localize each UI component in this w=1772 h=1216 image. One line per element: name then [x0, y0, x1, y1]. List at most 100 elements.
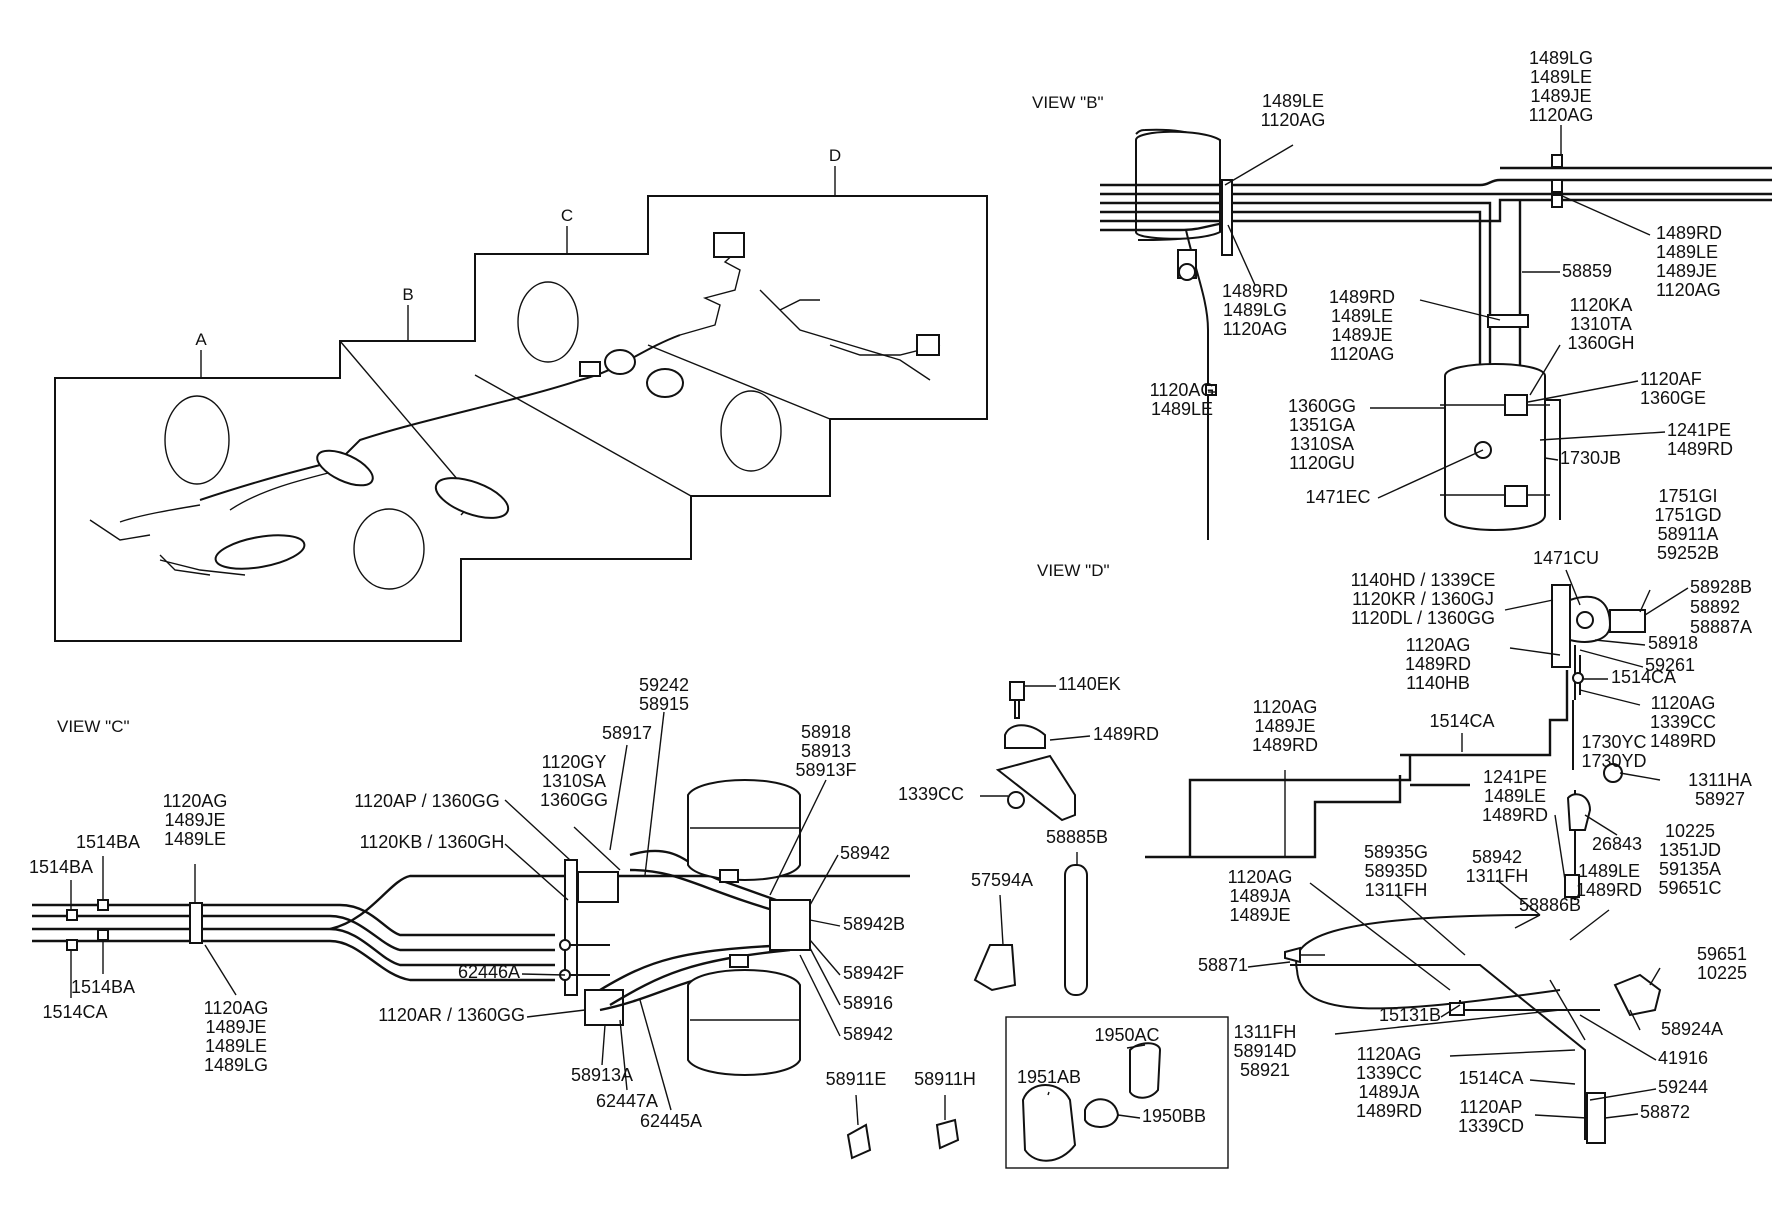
leader-line: [521, 973, 566, 976]
leader-line: [1504, 599, 1554, 611]
part-number-label: 62447A: [596, 1091, 658, 1111]
part-number-label: 1120AG: [1330, 344, 1395, 364]
part-number-label: 59135A: [1659, 859, 1721, 879]
leader-line: [1049, 735, 1091, 741]
part-number-label: 1514BA: [29, 857, 93, 877]
leader-line: [601, 1024, 606, 1066]
leader-line: [1579, 689, 1641, 706]
part-number-label: 1514CA: [42, 1002, 107, 1022]
part-number-label: 1489RD: [1656, 223, 1722, 243]
leader-line: [855, 1094, 859, 1126]
hardware-parts: [846, 681, 1229, 1169]
leader-line: [1579, 1014, 1657, 1061]
leader-line: [1334, 1009, 1561, 1035]
part-number-label: 1950BB: [1142, 1106, 1206, 1126]
part-number-label: 58887A: [1690, 617, 1752, 637]
leader-line: [999, 894, 1004, 946]
part-number-label: 1241PE: [1667, 420, 1731, 440]
part-number-label: 1360GG: [540, 790, 608, 810]
leader-line: [1584, 814, 1618, 836]
leader-line: [1534, 1114, 1588, 1119]
leader-line: [1529, 1079, 1576, 1085]
leader-line: [809, 854, 839, 906]
part-number-label: 58914D: [1233, 1041, 1296, 1061]
part-number-label: 59242: [639, 675, 689, 695]
part-number-label: 1120AP / 1360GG: [354, 791, 499, 811]
leader-line: [1544, 457, 1559, 461]
part-number-label: 1730YC: [1581, 732, 1646, 752]
part-number-label: 1339CD: [1458, 1116, 1524, 1136]
section-letter-label: B: [402, 285, 413, 304]
part-number-label: 1311FH: [1466, 866, 1529, 886]
leader-line: [1649, 967, 1661, 986]
part-number-label: 1310TA: [1570, 314, 1632, 334]
part-number-label: 1489LE: [164, 829, 226, 849]
part-number-label: 1489RD: [1650, 731, 1716, 751]
part-number-label: 58871: [1198, 955, 1248, 975]
leader-line: [809, 919, 841, 927]
part-number-label: 1730YD: [1581, 751, 1646, 771]
part-number-label: 1311FH: [1234, 1022, 1297, 1042]
part-number-label: 58928B: [1690, 577, 1752, 597]
part-number-label: 1489RD: [1252, 735, 1318, 755]
part-number-label: 57594A: [971, 870, 1033, 890]
part-number-label: 1489JE: [1229, 905, 1290, 925]
part-number-label: 1489JA: [1229, 886, 1290, 906]
part-number-label: 1351GA: [1289, 415, 1355, 435]
part-number-label: 1489LG: [1223, 300, 1287, 320]
part-number-label: 58913A: [571, 1065, 633, 1085]
part-number-label: 58918: [801, 722, 851, 742]
leader-line: [1569, 909, 1610, 941]
part-number-label: 58913: [801, 741, 851, 761]
part-number-label: 10225: [1697, 963, 1747, 983]
part-number-label: 62445A: [640, 1111, 702, 1131]
part-number-label: 1514BA: [71, 977, 135, 997]
view-b-drawing: [1100, 128, 1772, 540]
part-number-label: 1471CU: [1533, 548, 1599, 568]
part-number-label: 58917: [602, 723, 652, 743]
part-number-label: 1471EC: [1305, 487, 1370, 507]
part-number-label: 1514BA: [76, 832, 140, 852]
part-number-label: 1489LE: [1262, 91, 1324, 111]
part-number-label: 1339CC: [898, 784, 964, 804]
part-number-label: 1120AF: [1640, 369, 1702, 389]
part-number-label: 1311FH: [1365, 880, 1428, 900]
view-c-drawing: [32, 779, 910, 1076]
part-number-label: 1730JB: [1560, 448, 1621, 468]
part-number-label: 1489LG: [204, 1055, 268, 1075]
part-number-label: 1514CA: [1611, 667, 1676, 687]
part-number-label: 1120DL / 1360GG: [1351, 608, 1495, 628]
part-number-label: 1514CA: [1429, 711, 1494, 731]
part-number-label: 58913F: [795, 760, 856, 780]
part-number-label: 1120AG: [1223, 319, 1288, 339]
part-number-label: 1120AG: [1656, 280, 1721, 300]
leader-line: [809, 947, 841, 1006]
leader-line: [1496, 879, 1541, 916]
leader-line: [573, 826, 621, 871]
part-number-label: 1950AC: [1094, 1025, 1159, 1045]
part-number-label: 58935D: [1364, 861, 1427, 881]
part-number-label: 1489LE: [1578, 861, 1640, 881]
part-number-label: 1489JE: [1656, 261, 1717, 281]
leader-line: [1395, 894, 1466, 956]
part-number-label: 62446A: [458, 962, 520, 982]
part-number-label: 1120AG: [1261, 110, 1326, 130]
part-number-label: 58886B: [1519, 895, 1581, 915]
part-number-label: 1751GI: [1658, 486, 1717, 506]
part-number-label: 1120AR / 1360GG: [378, 1005, 525, 1025]
part-number-label: 1339CC: [1650, 712, 1716, 732]
part-number-label: 1489JE: [1331, 325, 1392, 345]
part-number-label: 59651: [1697, 944, 1747, 964]
part-number-label: 58918: [1648, 633, 1698, 653]
part-number-label: 1120AG: [1253, 697, 1318, 717]
part-number-label: 1120GU: [1289, 453, 1355, 473]
part-number-label: 58916: [843, 993, 893, 1013]
view-title: VIEW "C": [57, 717, 130, 736]
leader-line: [1644, 587, 1689, 616]
part-number-label: 1120KA: [1570, 295, 1633, 315]
leader-line: [204, 944, 237, 996]
leader-line: [1449, 1049, 1576, 1057]
part-number-label: 59261: [1645, 655, 1695, 675]
